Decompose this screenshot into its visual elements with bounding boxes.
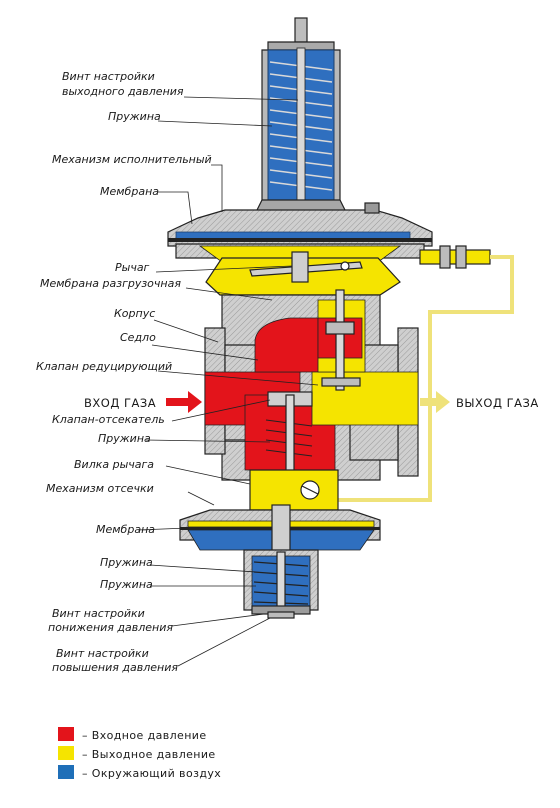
shutoff-housing (179, 504, 381, 556)
label-relief-membrane: Мембрана разгрузочная (40, 277, 181, 290)
inlet-arrow (166, 391, 202, 413)
lower-spring-housing (243, 549, 319, 619)
label-lever: Рычаг (115, 261, 150, 274)
legend-text-inlet: – Входное давление (82, 729, 207, 742)
part-labels: Винт настройки выходного давления Пружин… (36, 70, 212, 674)
outlet-arrow (420, 391, 450, 413)
outlet-label: ВЫХОД ГАЗА (456, 396, 539, 410)
label-lever-fork: Вилка рычага (74, 458, 154, 471)
label-shutoff-valve: Клапан-отсекатель (52, 413, 165, 426)
lever-fork-chamber (249, 469, 339, 511)
label-lower-screw-2: понижения давления (48, 621, 173, 634)
label-reducing-valve: Клапан редуцирующий (36, 360, 172, 373)
label-membrane-top: Мембрана (100, 185, 159, 198)
legend-text-air: – Окружающий воздух (82, 767, 221, 780)
label-spring-top: Пружина (108, 110, 161, 123)
legend-swatch-outlet (58, 746, 74, 760)
lever-chamber (205, 251, 401, 296)
label-body: Корпус (114, 307, 155, 320)
label-seat: Седло (120, 331, 156, 344)
upper-spring-housing (255, 17, 347, 224)
label-raise-screw-1: Винт настройки (56, 647, 149, 660)
legend-swatch-inlet (58, 727, 74, 741)
legend-swatch-air (58, 765, 74, 779)
legend: – Входное давление – Выходное давление –… (58, 727, 221, 780)
legend-text-outlet: – Выходное давление (82, 748, 216, 761)
leader-lines (137, 96, 319, 667)
label-membrane-bottom: Мембрана (96, 523, 155, 536)
label-spring-mid: Пружина (98, 432, 151, 445)
label-raise-screw-2: повышения давления (52, 661, 178, 674)
label-adjust-screw-1: Винт настройки (62, 70, 155, 83)
label-lower-screw-1: Винт настройки (52, 607, 145, 620)
label-spring-low-1: Пружина (100, 556, 153, 569)
label-actuator: Механизм исполнительный (52, 153, 212, 166)
impulse-tube (338, 245, 514, 502)
valve-body (204, 289, 419, 481)
inlet-label: ВХОД ГАЗА (84, 396, 156, 410)
label-spring-low-2: Пружина (100, 578, 153, 591)
label-shutoff-mechanism: Механизм отсечки (46, 482, 154, 495)
label-adjust-screw-2: выходного давления (62, 85, 184, 98)
